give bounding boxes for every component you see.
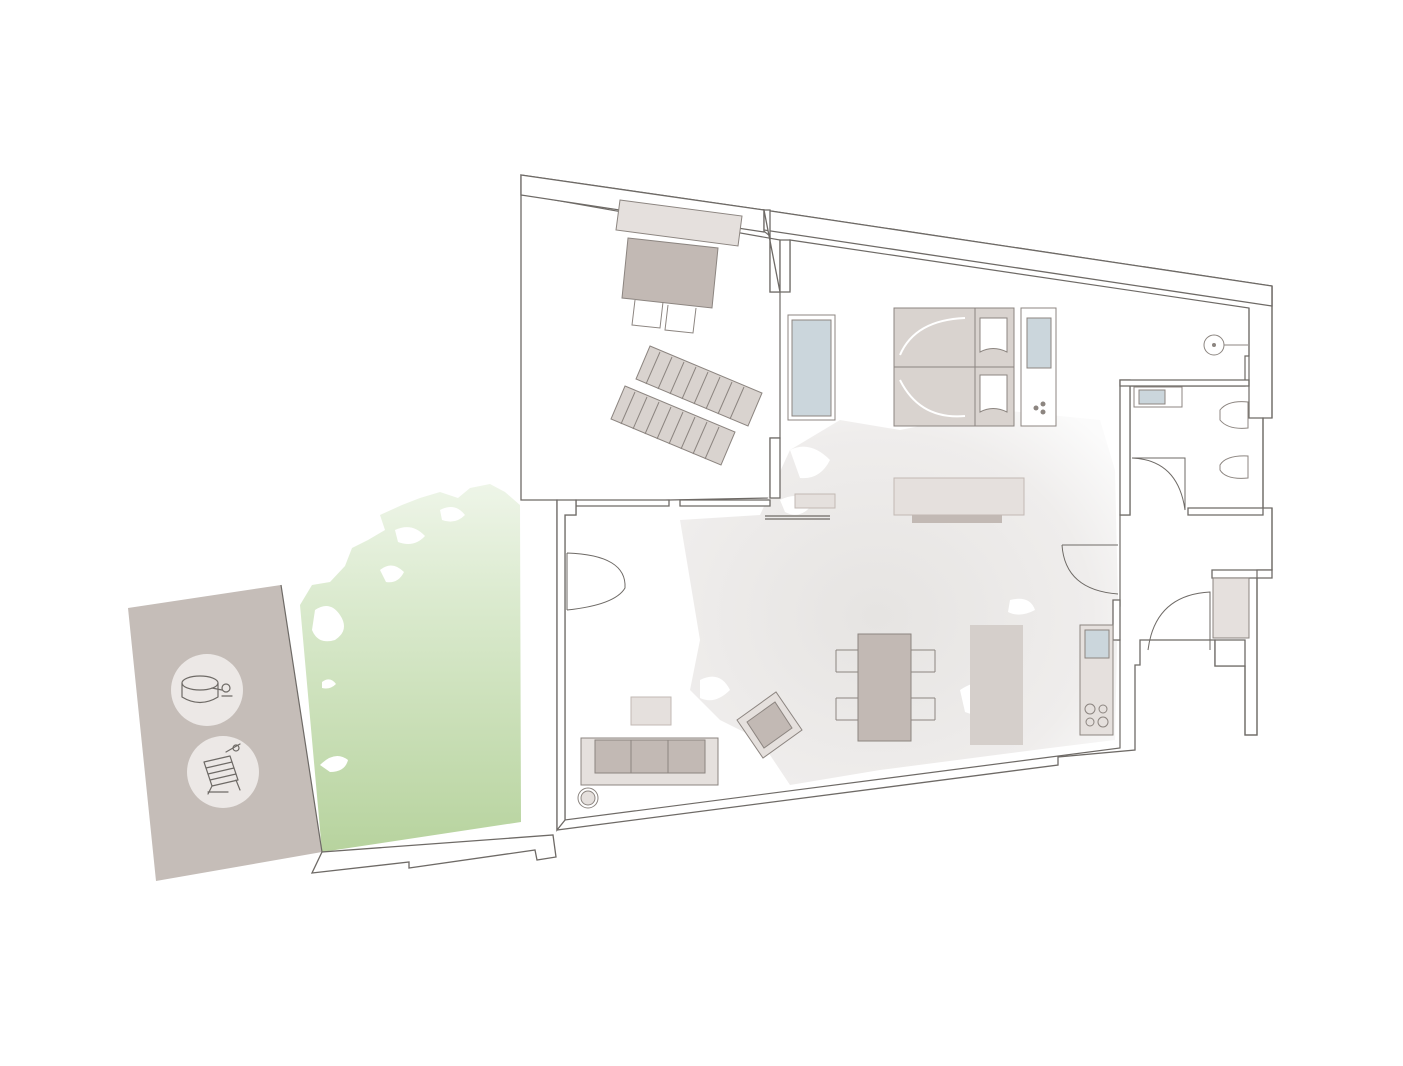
kitchen	[970, 624, 1114, 745]
living-dining-furniture	[577, 633, 936, 809]
sunbathing-person-icon	[171, 654, 243, 726]
sun-lounger	[610, 385, 736, 466]
sun-lounger	[635, 345, 763, 427]
deck-chair-icon	[187, 736, 259, 808]
bathroom-fixtures	[1133, 386, 1250, 639]
terrace	[128, 584, 323, 881]
doors	[566, 457, 1211, 651]
bedroom-furniture	[787, 307, 1248, 523]
sliding-door	[765, 515, 830, 520]
terrace-furniture	[610, 199, 763, 466]
east-wall	[1244, 308, 1264, 736]
garden-area	[300, 484, 521, 852]
boundary-wall	[310, 834, 557, 874]
